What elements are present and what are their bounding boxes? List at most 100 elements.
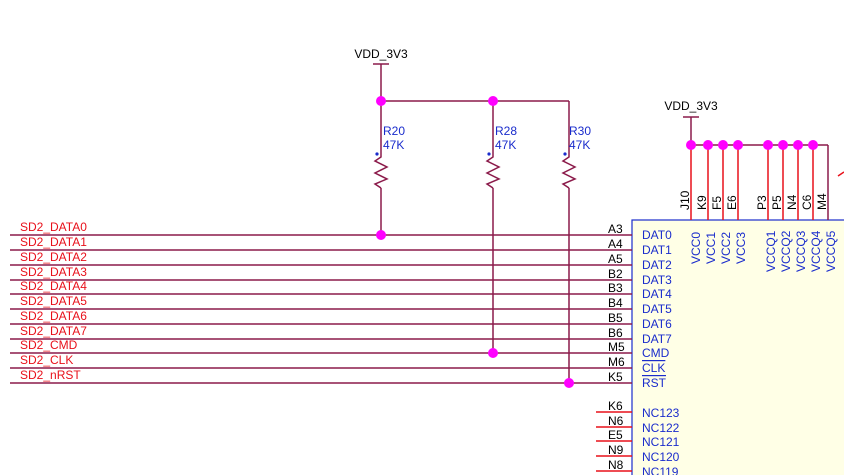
junction-dot (376, 230, 386, 240)
resistor-r30-symbol (561, 152, 577, 189)
nc-pin-names: NC123 NC122 NC121 NC120 NC119 (642, 406, 680, 475)
vdd-power-symbol-left: VDD_3V3 (354, 47, 408, 72)
pin-number: A4 (608, 237, 623, 251)
signal-wires (10, 234, 632, 384)
net-labels: SD2_DATA0 SD2_DATA1 SD2_DATA2 SD2_DATA3 … (20, 220, 87, 382)
pin-number: K9 (695, 195, 709, 210)
signal-ball-numbers: A3 A4 A5 B2 B3 B4 B5 B6 M5 M6 K5 (608, 222, 625, 384)
pin-number: M4 (815, 193, 829, 210)
resistor-r30-ref: R30 (569, 124, 591, 138)
pin-name: VCC0 (689, 232, 703, 264)
net-label: SD2_DATA4 (20, 279, 87, 293)
pullup-rail (380, 72, 570, 383)
pin-name: CMD (642, 346, 670, 360)
pin-name: VCCQ1 (764, 230, 778, 272)
pin-name: RST (642, 376, 667, 390)
junction-dot (686, 140, 696, 150)
pin-name: DAT2 (642, 258, 672, 272)
pin-number: P5 (770, 195, 784, 210)
junction-dot (376, 96, 386, 106)
pin-number: E6 (725, 195, 739, 210)
pin-name: CLK (642, 361, 665, 375)
nc-pin-stubs (596, 411, 632, 472)
net-label: SD2_DATA0 (20, 220, 87, 234)
pin-name: VCCQ5 (824, 230, 838, 272)
power-pin-names: VCC0 VCC1 VCC2 VCC3 VCCQ1 VCCQ2 VCCQ3 VC… (689, 230, 838, 272)
junctions (376, 96, 818, 388)
pin-number: B2 (608, 267, 623, 281)
junction-dot (718, 140, 728, 150)
resistor-r28-value: 47K (495, 138, 516, 152)
pin-number: B4 (608, 296, 623, 310)
net-label: SD2_nRST (20, 368, 81, 382)
junction-dot (733, 140, 743, 150)
pin-name: DAT5 (642, 302, 672, 316)
pin-name: NC121 (642, 435, 680, 449)
pin-name: DAT6 (642, 317, 672, 331)
pin-number: N4 (785, 194, 799, 210)
resistor-r30-value: 47K (569, 138, 590, 152)
pin-number: B3 (608, 281, 623, 295)
pin-name: DAT4 (642, 287, 672, 301)
offpage-wire (837, 171, 844, 177)
pin-name: VCC1 (704, 232, 718, 264)
pin-number: N6 (608, 414, 624, 428)
net-label: SD2_CLK (20, 353, 73, 367)
power-pin-stubs (690, 145, 814, 220)
pin-name: NC123 (642, 406, 680, 420)
power-label-left: VDD_3V3 (354, 47, 408, 61)
pin-number: J10 (678, 190, 692, 210)
pin-number: A5 (608, 252, 623, 266)
pin-name: DAT3 (642, 273, 672, 287)
net-label: SD2_DATA6 (20, 309, 87, 323)
pin-number: B5 (608, 311, 623, 325)
junction-dot (793, 140, 803, 150)
junction-dot (564, 378, 574, 388)
junction-dot (488, 348, 498, 358)
pin-number: B6 (608, 326, 623, 340)
resistor-r20-symbol (373, 152, 389, 189)
nc-ball-numbers: K6 N6 E5 N9 N8 (608, 399, 624, 472)
pin-name: NC120 (642, 450, 680, 464)
pin-number: N9 (608, 443, 624, 457)
pin-name: DAT7 (642, 332, 672, 346)
net-label: SD2_CMD (20, 338, 78, 352)
pin-number: M5 (608, 340, 625, 354)
ic-body (631, 219, 844, 475)
pin-name: VCC3 (734, 232, 748, 264)
pin-name: DAT0 (642, 228, 672, 242)
pin-name: NC119 (642, 465, 679, 475)
junction-dot (488, 96, 498, 106)
junction-dot (778, 140, 788, 150)
junction-dot (703, 140, 713, 150)
junction-dot (763, 140, 773, 150)
pin-number: F5 (710, 196, 724, 210)
pin-number: K5 (608, 370, 623, 384)
pin-number: E5 (608, 428, 623, 442)
resistor-r20-ref: R20 (383, 124, 405, 138)
resistor-r28-ref: R28 (495, 124, 517, 138)
vdd-power-symbol-right: VDD_3V3 (664, 99, 718, 124)
pin-number: N8 (608, 458, 624, 472)
net-label: SD2_DATA1 (20, 235, 87, 249)
resistor-r28-symbol (485, 152, 501, 189)
pin-number: K6 (608, 399, 623, 413)
pin-name: NC122 (642, 421, 680, 435)
power-ball-numbers: J10 K9 F5 E6 P3 P5 N4 C6 M4 (678, 190, 829, 210)
junction-dot (808, 140, 818, 150)
net-label: SD2_DATA5 (20, 294, 87, 308)
pin-name: VCC2 (719, 232, 733, 264)
pin-name: DAT1 (642, 243, 672, 257)
pin-number: M6 (608, 355, 625, 369)
net-label: SD2_DATA2 (20, 250, 87, 264)
pin-number: P3 (755, 195, 769, 210)
signal-pin-names: DAT0 DAT1 DAT2 DAT3 DAT4 DAT5 DAT6 DAT7 … (642, 228, 672, 390)
pin-name: VCCQ4 (809, 230, 823, 272)
pin-name: VCCQ2 (779, 230, 793, 272)
pin-number: C6 (800, 194, 814, 210)
power-label-right: VDD_3V3 (664, 99, 718, 113)
resistor-r20-value: 47K (383, 138, 404, 152)
pin-name: VCCQ3 (794, 230, 808, 272)
pin-number: A3 (608, 222, 623, 236)
